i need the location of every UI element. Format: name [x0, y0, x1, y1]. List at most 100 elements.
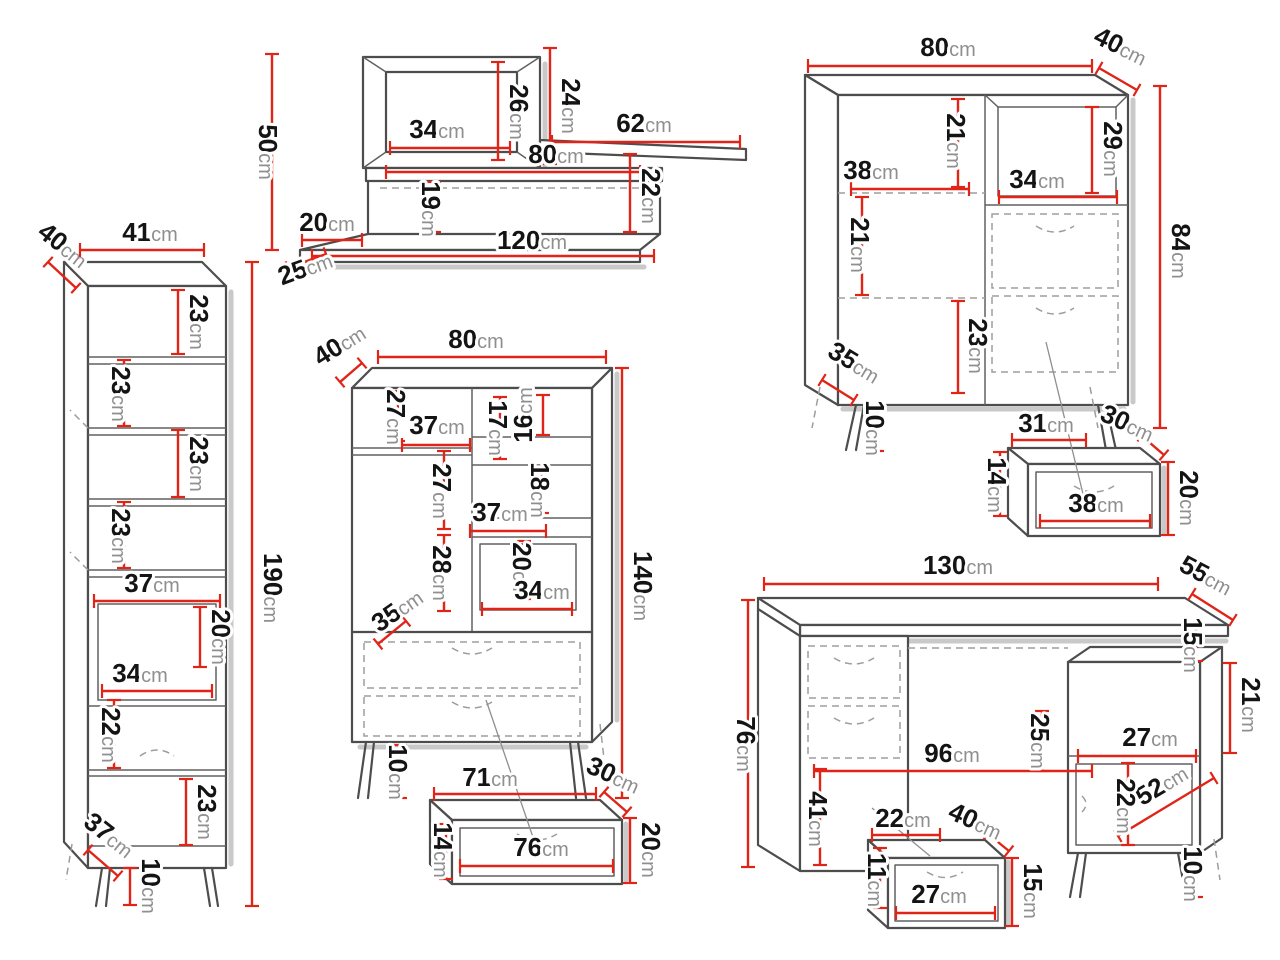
dim-desk-25cm: 25cm [1025, 713, 1055, 769]
dimension-line-40cm [339, 362, 363, 383]
dim-display-cabinet-10cm: 10cm [383, 744, 413, 800]
dim-drawer-box-desk-27cm: 27cm [911, 879, 967, 909]
dim-desk-10cm: 10cm [1178, 846, 1208, 902]
dimension-line-40cm [1098, 66, 1138, 92]
dim-tall-bookcase-23cm: 23cm [184, 436, 214, 492]
dim-tall-bookcase-34cm: 34cm [112, 658, 168, 688]
dimension-tick [1228, 613, 1238, 627]
dim-desk-27cm: 27cm [1122, 722, 1178, 752]
dim-tall-bookcase-23cm: 23cm [106, 366, 136, 422]
display-cabinet [350, 366, 620, 800]
dim-tall-bookcase-190cm: 190cm [258, 553, 288, 623]
dim-drawer-box-small-14cm: 14cm [982, 457, 1012, 513]
dim-drawer-box-desk-22cm: 22cm [875, 803, 931, 833]
tall-bookcase [62, 260, 234, 908]
dim-sideboard-84cm: 84cm [1166, 223, 1196, 279]
leader-cabinet-to-box [485, 699, 537, 847]
dim-display-cabinet-34cm: 34cm [514, 575, 570, 605]
dim-desk-15cm: 15cm [1178, 617, 1208, 673]
dimension-tick [1113, 829, 1123, 843]
dimension-line-37cm [87, 849, 119, 877]
dim-drawer-box-desk-15cm: 15cm [1018, 863, 1048, 919]
dim-display-cabinet-27cm: 27cm [427, 463, 457, 519]
dim-wall-shelf-unit-26cm: 26cm [504, 84, 534, 140]
dim-sideboard-23cm: 23cm [963, 318, 993, 374]
dim-wall-shelf-unit-22cm: 22cm [636, 168, 666, 224]
dim-wall-shelf-unit-24cm: 24cm [556, 78, 586, 134]
dimension-tick [112, 869, 124, 883]
furniture-layer [62, 55, 1230, 930]
dim-display-cabinet-17cm: 17cm [483, 400, 513, 456]
dimension-tick [1187, 587, 1197, 601]
dim-drawer-box-small-31cm: 31cm [1018, 408, 1074, 438]
dim-desk-55cm: 55cm [1175, 549, 1238, 602]
dim-tall-bookcase-10cm: 10cm [136, 858, 166, 914]
wall-shelf-unit-dimensions: 50cm 26cm 24cm 34cm 62cm 80cm 19cm 22cm 20cm 120c… [250, 46, 742, 294]
dim-drawer-box-medium-14cm: 14cm [428, 822, 458, 878]
dim-wall-shelf-unit-50cm: 50cm [253, 124, 283, 180]
dim-desk-41cm: 41cm [803, 791, 833, 847]
dim-display-cabinet-28cm: 28cm [427, 545, 457, 601]
dim-drawer-box-desk-40cm: 40cm [944, 796, 1007, 846]
dim-display-cabinet-18cm: 18cm [525, 462, 555, 518]
dim-wall-shelf-unit-120cm: 120cm [497, 225, 567, 255]
dimension-tick [982, 827, 994, 841]
dimension-line-35cm [377, 620, 407, 645]
dimension-tick [400, 614, 412, 628]
dimension-tick [1003, 844, 1015, 858]
dim-sideboard-10cm: 10cm [860, 400, 890, 456]
desk [756, 596, 1230, 899]
dim-tall-bookcase-23cm: 23cm [106, 508, 136, 564]
dimension-tick [1132, 83, 1142, 97]
dimension-line-25cm [287, 252, 327, 270]
sideboard [803, 73, 1136, 452]
dim-drawer-box-medium-20cm: 20cm [636, 822, 666, 878]
dim-wall-shelf-unit-20cm: 20cm [299, 207, 355, 237]
dim-drawer-box-medium-71cm: 71cm [462, 762, 518, 792]
dim-wall-shelf-unit-34cm: 34cm [409, 114, 465, 144]
dim-wall-shelf-unit-80cm: 80cm [528, 139, 584, 169]
leader-sideboard-to-box [1045, 341, 1085, 499]
dim-display-cabinet-80cm: 80cm [448, 324, 504, 354]
dim-drawer-box-medium-76cm: 76cm [513, 832, 569, 862]
dimension-line-55cm [1191, 592, 1234, 622]
dimension-tick [1209, 771, 1219, 785]
dimension-tick [849, 393, 859, 407]
dimension-tick [284, 261, 292, 275]
dim-drawer-box-medium-30cm: 30cm [582, 750, 645, 800]
dim-sideboard-21cm: 21cm [845, 217, 875, 273]
dimension-line-30cm [1141, 435, 1165, 456]
dimension-tick [621, 805, 633, 819]
dim-display-cabinet-37cm: 37cm [409, 410, 465, 440]
dimension-line-30cm [603, 791, 628, 813]
dimension-tick [1158, 448, 1170, 462]
dimension-tick [1136, 429, 1148, 443]
dim-tall-bookcase-23cm: 23cm [192, 784, 222, 840]
dimension-tick [817, 373, 827, 387]
dimension-tick [82, 843, 94, 857]
dim-display-cabinet-140cm: 140cm [628, 551, 658, 621]
dim-sideboard-40cm: 40cm [1089, 20, 1152, 71]
dim-tall-bookcase-23cm: 23cm [184, 294, 214, 350]
dim-display-cabinet-20cm: 20cm [507, 542, 537, 598]
dimension-tick [334, 375, 346, 389]
dimension-tick [372, 637, 384, 651]
dim-display-cabinet-27cm: 27cm [381, 389, 411, 445]
dim-wall-shelf-unit-62cm: 62cm [616, 108, 672, 138]
dim-desk-22cm: 22cm [1111, 778, 1141, 834]
dimension-line-40cm [987, 833, 1010, 852]
dim-desk-130cm: 130cm [923, 550, 993, 580]
dim-sideboard-29cm: 29cm [1098, 121, 1128, 177]
leader-desk-to-box [871, 807, 931, 857]
dim-display-cabinet-16cm: 16cm [508, 387, 538, 443]
drawer-box-desk [866, 838, 1011, 930]
dimension-line-35cm [821, 378, 855, 402]
dim-sideboard-80cm: 80cm [920, 32, 976, 62]
dim-tall-bookcase-22cm: 22cm [96, 707, 126, 763]
dimension-line-40cm [47, 261, 77, 289]
dimension-tick [42, 256, 54, 268]
dim-wall-shelf-unit-19cm: 19cm [416, 181, 446, 237]
